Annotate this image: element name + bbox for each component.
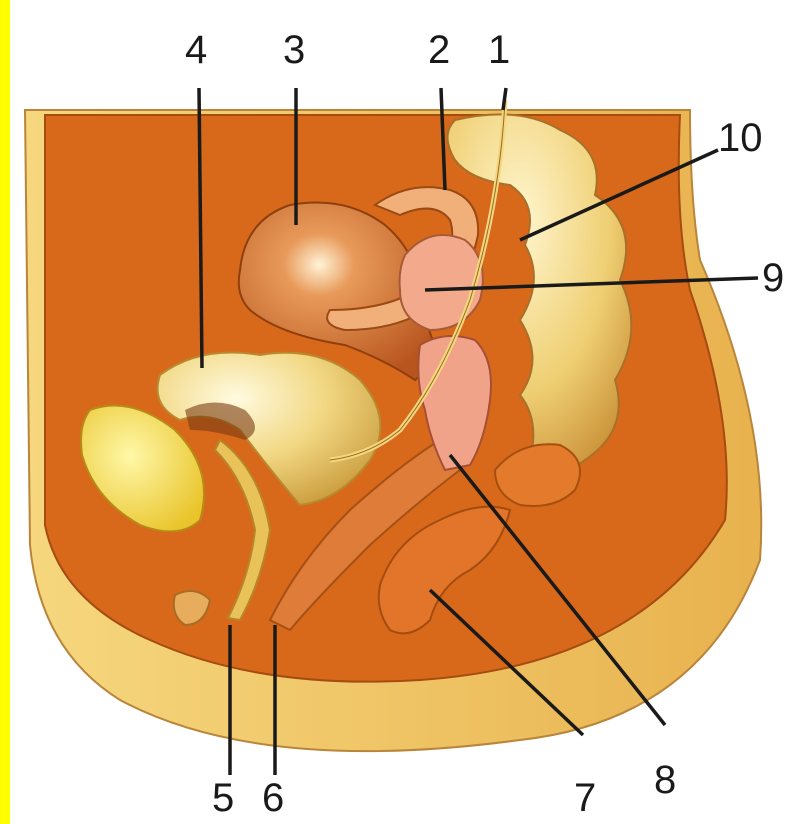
label-8: 8 xyxy=(654,760,676,800)
label-4: 4 xyxy=(185,30,207,70)
label-3: 3 xyxy=(283,30,305,70)
label-6: 6 xyxy=(262,778,284,818)
label-5: 5 xyxy=(212,778,234,818)
label-7: 7 xyxy=(574,778,596,818)
label-10: 10 xyxy=(718,118,763,158)
label-1: 1 xyxy=(488,30,510,70)
label-9: 9 xyxy=(762,258,784,298)
label-2: 2 xyxy=(428,30,450,70)
